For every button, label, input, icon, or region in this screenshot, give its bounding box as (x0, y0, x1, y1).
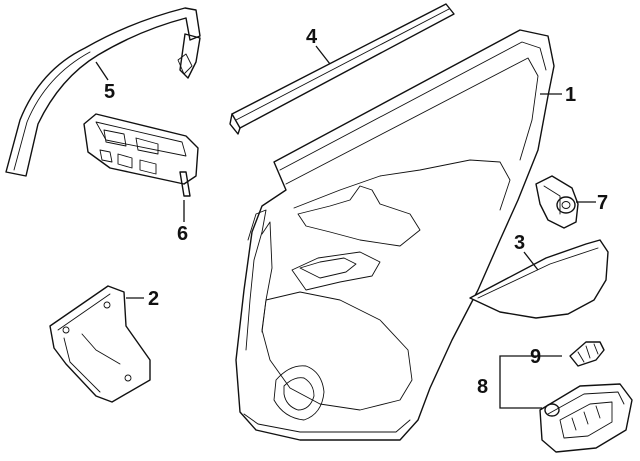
lamp-assembly-part (539, 383, 633, 453)
window-switch-part (83, 113, 199, 197)
bulb-part (569, 341, 605, 367)
window-frame-trim-part (5, 7, 201, 177)
callout-5: 5 (104, 81, 115, 103)
callout-9: 9 (530, 346, 541, 368)
leader-lines (95, 45, 596, 409)
belt-weatherstrip-part (229, 3, 455, 135)
callout-3: 3 (514, 232, 525, 254)
leader-8 (499, 355, 562, 409)
callouts: 1 2 3 4 5 6 7 8 9 (104, 26, 608, 398)
callout-6: 6 (177, 223, 188, 245)
leader-3 (523, 251, 539, 271)
insulator-part (469, 239, 609, 319)
leader-5 (95, 61, 109, 81)
courtesy-lamp-socket-part (535, 175, 579, 229)
leader-4 (315, 45, 331, 65)
callout-4: 4 (306, 26, 318, 48)
door-trim-panel-part (235, 29, 555, 441)
callout-8: 8 (477, 376, 488, 398)
callout-1: 1 (565, 84, 576, 106)
callout-7: 7 (597, 192, 608, 214)
callout-2: 2 (148, 288, 159, 310)
bracket-part (49, 285, 151, 403)
